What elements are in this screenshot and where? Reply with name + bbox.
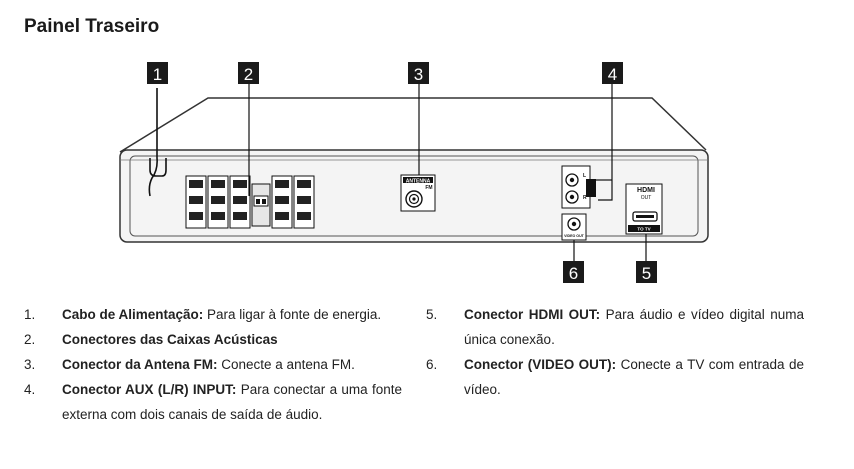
- item-term: Conectores das Caixas Acústicas: [62, 332, 278, 347]
- callout-4: 4: [602, 62, 623, 84]
- svg-text:1: 1: [153, 65, 162, 84]
- page-title: Painel Traseiro: [24, 16, 160, 37]
- legend-item: 3. Conector da Antena FM: Conecte a ante…: [24, 352, 402, 377]
- speaker-terminals: [185, 175, 315, 229]
- item-text: Para áudio e vídeo digital numa única co…: [464, 307, 804, 347]
- fm-label: FM: [425, 185, 432, 191]
- callout-6: 6: [563, 261, 584, 283]
- fm-antenna-connector: ANTENNA FM: [400, 174, 436, 212]
- legend-list-right: 5. Conector HDMI OUT: Para áudio e vídeo…: [426, 302, 804, 402]
- hdmi-label: HDMI: [637, 187, 655, 194]
- item-number: 4.: [24, 382, 36, 397]
- item-number: 1.: [24, 307, 36, 322]
- item-number: 6.: [426, 357, 438, 372]
- item-text: Conecte a antena FM.: [217, 357, 355, 372]
- item-term: Conector (VIDEO OUT):: [464, 357, 617, 372]
- item-term: Conector HDMI OUT:: [464, 307, 601, 322]
- item-term: Cabo de Alimentação:: [62, 307, 204, 322]
- aux-r-label: R: [583, 195, 587, 201]
- item-number: 5.: [426, 307, 438, 322]
- legend-item: 5. Conector HDMI OUT: Para áudio e vídeo…: [426, 302, 804, 352]
- to-tv-label: TO TV: [637, 227, 650, 232]
- callout-2: 2: [238, 62, 259, 84]
- video-out-label: VIDEO OUT: [564, 234, 585, 238]
- legend-list-left: 1. Cabo de Alimentação: Para ligar à fon…: [24, 302, 402, 427]
- legend-item: 1. Cabo de Alimentação: Para ligar à fon…: [24, 302, 402, 327]
- video-out-connector: VIDEO OUT: [561, 213, 587, 241]
- power-cord-icon: [148, 88, 167, 197]
- svg-text:5: 5: [642, 264, 651, 283]
- device-top-outline: [119, 97, 707, 153]
- legend-item: 2. Conectores das Caixas Acústicas: [24, 327, 402, 352]
- hdmi-out-label: OUT: [641, 195, 652, 201]
- aux-l-label: L: [583, 173, 586, 179]
- item-text: Para conectar a uma fonte externa com do…: [62, 382, 403, 422]
- aux-input-connectors: L R: [561, 165, 596, 209]
- item-term: Conector AUX (L/R) INPUT:: [62, 382, 237, 397]
- device-back-panel: [129, 155, 699, 237]
- callout-3: 3: [408, 62, 429, 84]
- item-number: 3.: [24, 357, 36, 372]
- rear-panel-diagram: ANTENNA FM L R VIDEO OUT HDMI OUT TO TV: [119, 62, 709, 283]
- item-text: Conecte a TV com entrada de vídeo.: [464, 357, 805, 397]
- svg-text:4: 4: [608, 65, 617, 84]
- item-term: Conector da Antena FM:: [62, 357, 218, 372]
- callout-1: 1: [147, 62, 168, 84]
- legend-item: 6. Conector (VIDEO OUT): Conecte a TV co…: [426, 352, 804, 402]
- callout-leaders: [248, 84, 647, 262]
- callout-5: 5: [636, 261, 657, 283]
- svg-text:3: 3: [414, 65, 423, 84]
- item-text: Para ligar à fonte de energia.: [203, 307, 382, 322]
- legend-item: 4. Conector AUX (L/R) INPUT: Para conect…: [24, 377, 402, 427]
- antenna-label: ANTENNA: [406, 179, 431, 185]
- svg-text:2: 2: [244, 65, 253, 84]
- svg-text:6: 6: [569, 264, 578, 283]
- item-number: 2.: [24, 332, 36, 347]
- hdmi-out-connector: HDMI OUT TO TV: [625, 183, 663, 235]
